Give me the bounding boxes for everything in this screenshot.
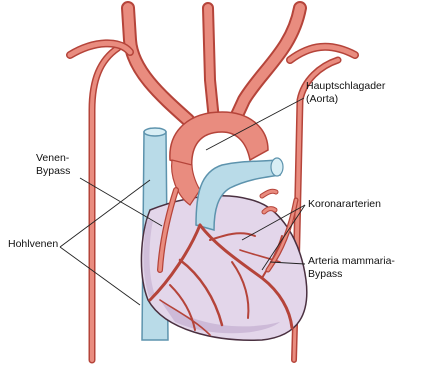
label-venen-bypass-line2: Bypass — [36, 165, 70, 178]
left-subclavian-artery — [92, 48, 118, 360]
label-aorta-line1: Hauptschlagader — [306, 80, 385, 93]
label-aorta-line2: (Aorta) — [306, 93, 338, 106]
label-mammaria-line1: Arteria mammaria- — [308, 255, 395, 268]
label-mammaria-line2: Bypass — [308, 268, 342, 281]
label-hohlvenen: Hohlvenen — [8, 238, 58, 251]
label-venen-bypass-line1: Venen- — [36, 152, 69, 165]
label-koronararterien: Koronararterien — [308, 198, 381, 211]
